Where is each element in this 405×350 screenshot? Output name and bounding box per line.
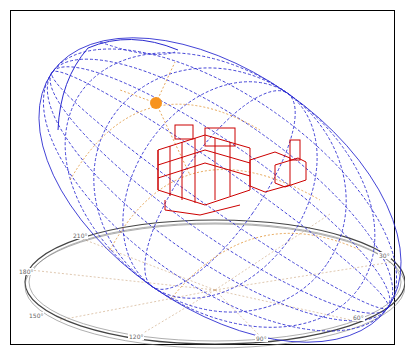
angle-label: 150° bbox=[28, 312, 44, 319]
horizon-ring bbox=[25, 214, 405, 348]
angle-label: 60° bbox=[352, 314, 365, 321]
angle-label: 120° bbox=[128, 333, 144, 340]
sun-path-lines bbox=[70, 62, 360, 300]
sun-dot bbox=[150, 97, 162, 109]
angle-label: 180° bbox=[18, 268, 34, 275]
angle-label: 210° bbox=[72, 232, 88, 239]
building-model bbox=[158, 125, 306, 215]
angle-label: 30° bbox=[378, 252, 391, 259]
angle-label: 90° bbox=[255, 335, 268, 342]
frame bbox=[11, 11, 395, 345]
